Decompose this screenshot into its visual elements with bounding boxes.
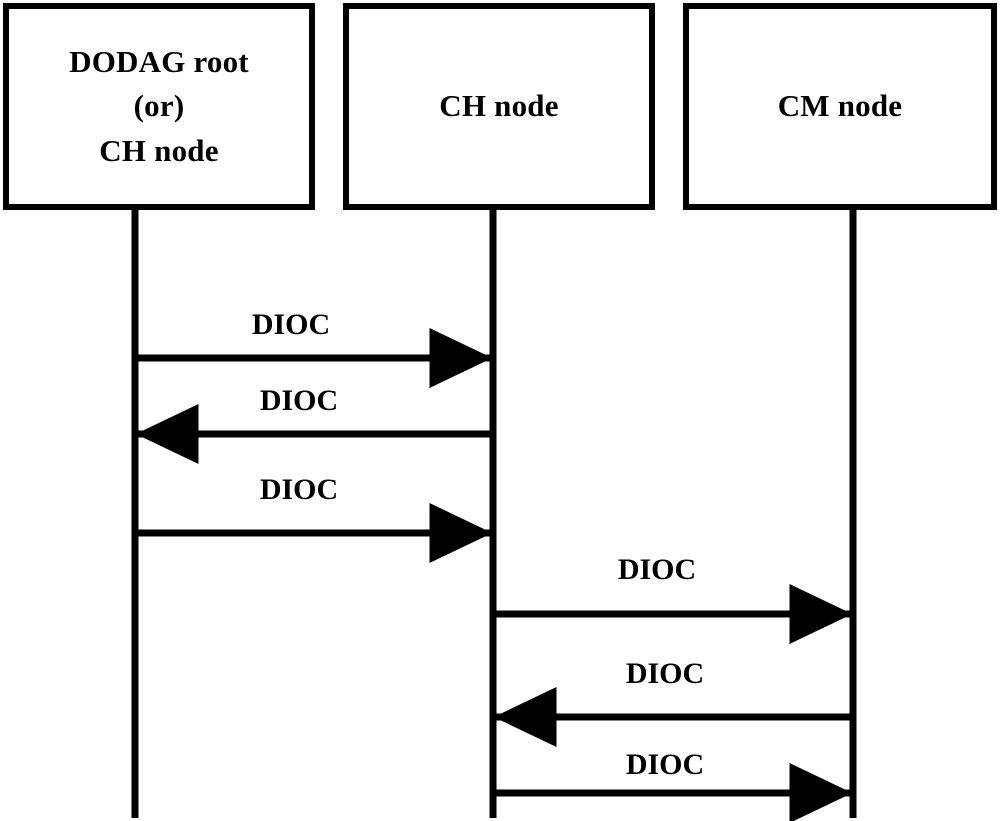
message-label-2: DIOC (259, 384, 339, 417)
participant-label-ch-node: CH node (439, 88, 559, 124)
message-label-1: DIOC (251, 308, 331, 341)
participant-box-cm-node: CM node (683, 3, 997, 210)
lifeline-group (131, 210, 857, 818)
participant-label-line-2: (or) (133, 88, 185, 124)
participant-box-ch-node: CH node (343, 3, 655, 210)
participant-label-line-1: DODAG root (69, 44, 249, 80)
participant-label-line-3: CH node (99, 132, 219, 168)
message-arrow-group (135, 327, 853, 821)
message-label-3: DIOC (259, 473, 339, 506)
participant-box-dodag-root: DODAG root (or) CH node (3, 3, 315, 210)
message-label-6: DIOC (625, 748, 705, 781)
message-label-4: DIOC (617, 553, 697, 586)
message-label-5: DIOC (625, 657, 705, 690)
participant-label-cm-node: CM node (777, 88, 903, 124)
